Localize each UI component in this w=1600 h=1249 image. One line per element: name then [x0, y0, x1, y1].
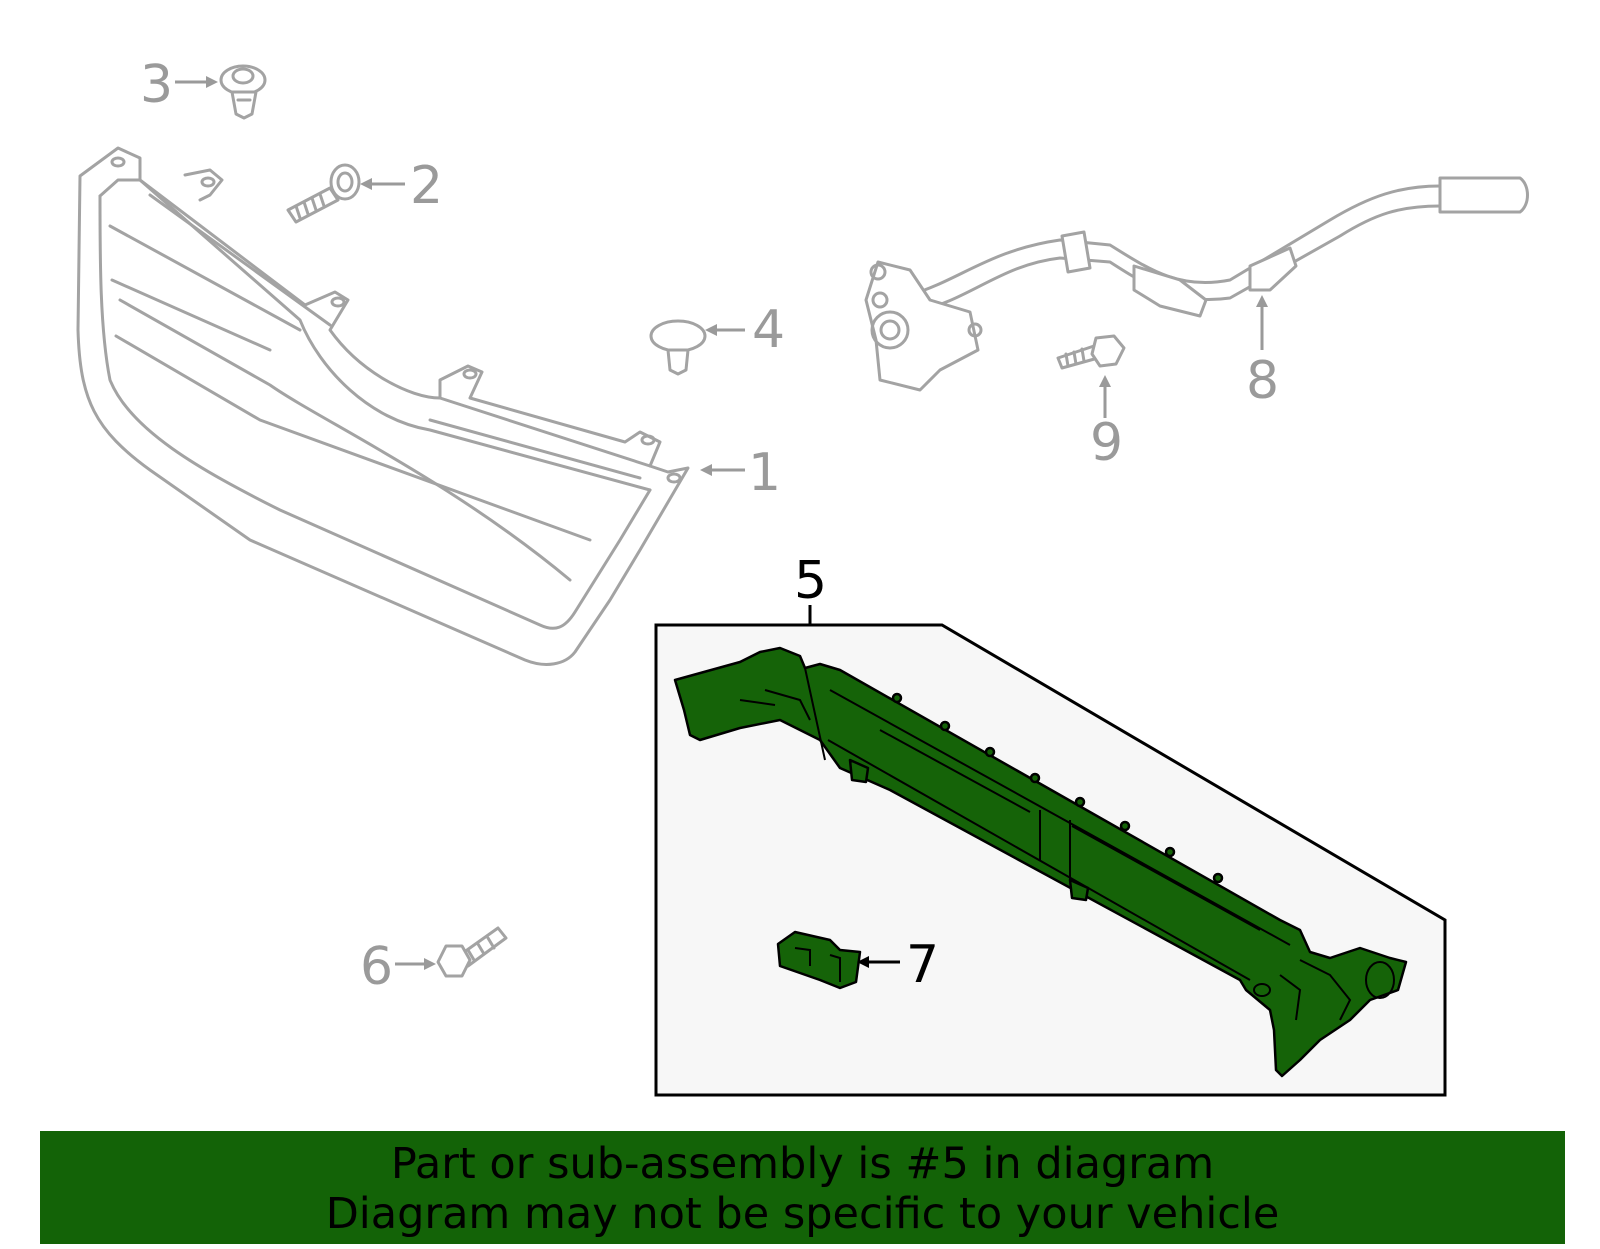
part-9-screw [1056, 334, 1126, 370]
part-2-screw [286, 163, 361, 224]
callout-3: 3 [140, 55, 173, 115]
callout-1: 1 [748, 443, 781, 503]
part-4-pin [649, 319, 707, 376]
callout-5: 5 [794, 551, 827, 611]
banner-line-1: Part or sub-assembly is #5 in diagram [390, 1139, 1215, 1189]
parts-diagram: 1 2 3 4 5 6 7 8 9 [76, 55, 1529, 1097]
part-1-grille [76, 146, 690, 666]
part-5-bracket [673, 646, 1408, 1078]
part-3-clip [219, 64, 267, 120]
callout-2: 2 [410, 156, 443, 216]
part-7-clip [776, 930, 862, 990]
part-8-harness [864, 176, 1529, 392]
callout-4: 4 [752, 300, 785, 360]
part-6-bolt [436, 926, 508, 978]
callout-9: 9 [1090, 413, 1123, 473]
callout-6: 6 [360, 937, 393, 997]
info-banner: Part or sub-assembly is #5 in diagram Di… [40, 1131, 1565, 1244]
callout-8: 8 [1246, 351, 1279, 411]
banner-line-2: Diagram may not be specific to your vehi… [325, 1189, 1280, 1239]
callout-arrows [175, 76, 1268, 970]
callout-7: 7 [906, 935, 939, 995]
